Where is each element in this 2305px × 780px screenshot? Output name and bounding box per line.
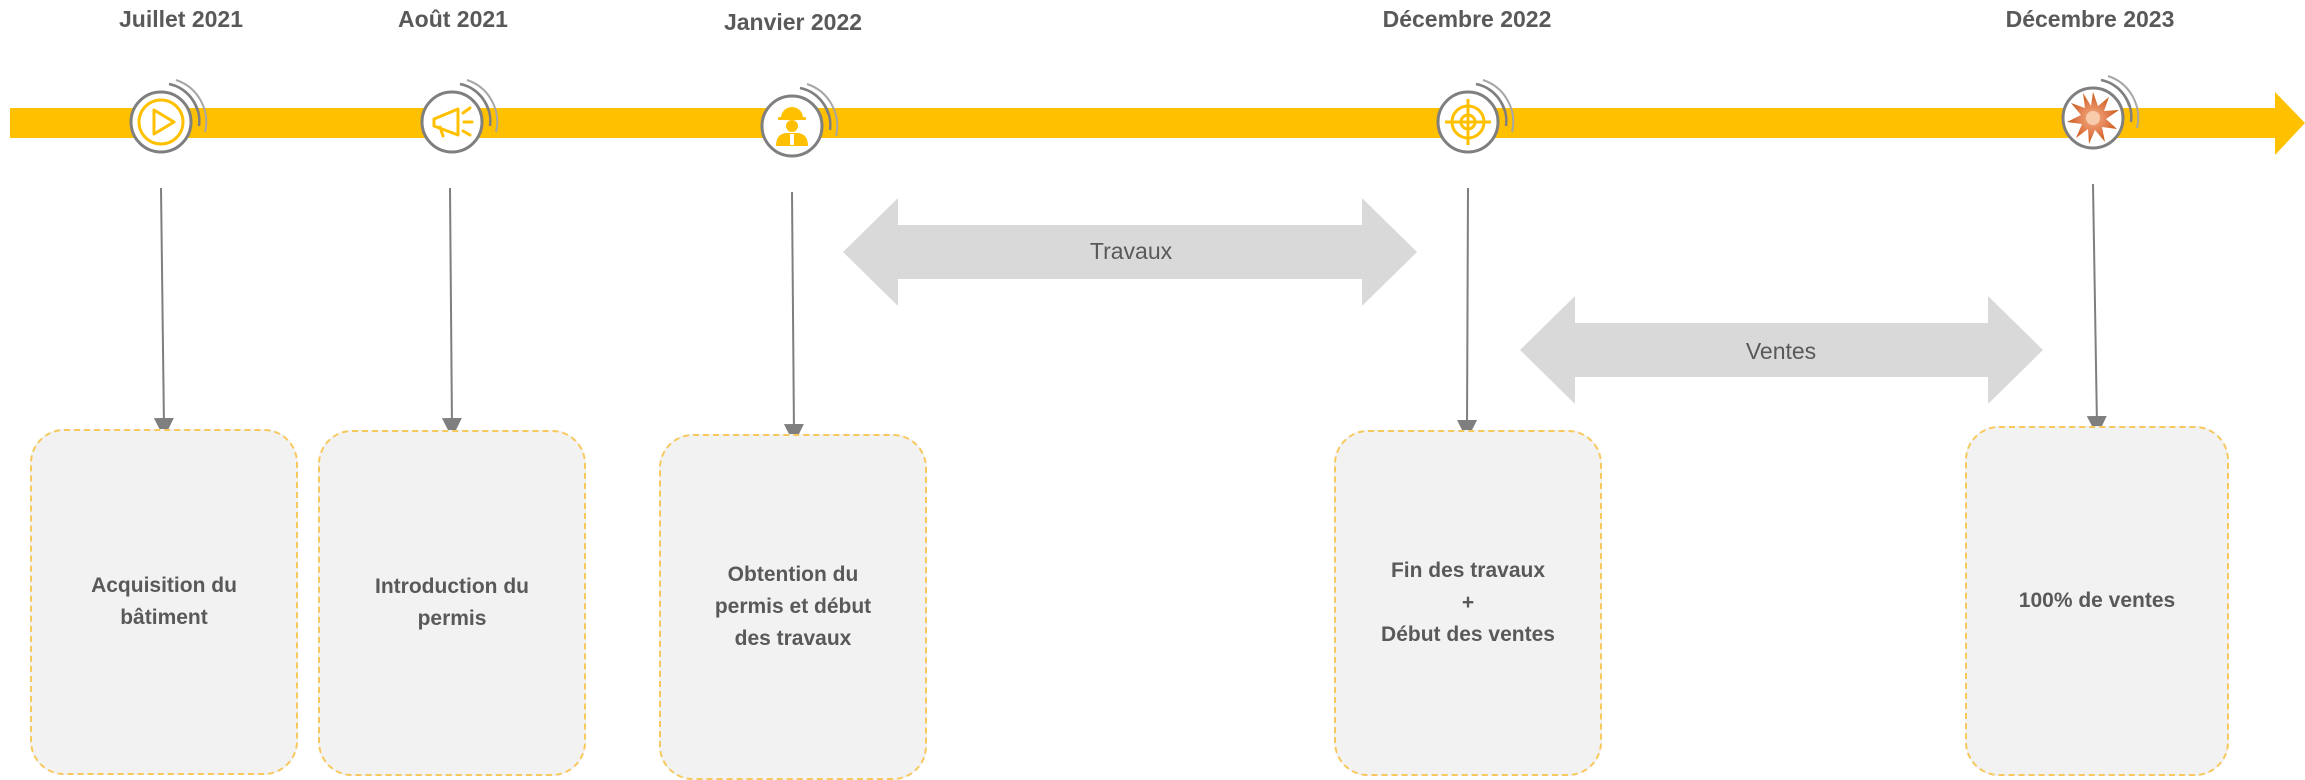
milestone-badge-1	[129, 79, 208, 154]
connector-4	[1457, 187, 1478, 440]
milestone-badge-5	[2061, 75, 2140, 150]
milestone-card-2: Introduction du permis	[318, 430, 586, 776]
milestone-date-4: Décembre 2022	[1382, 6, 1552, 32]
milestone-badge-3	[760, 83, 839, 158]
megaphone-icon	[432, 106, 474, 138]
worker-icon	[776, 107, 808, 146]
milestone-date-3: Janvier 2022	[723, 9, 863, 35]
connector-2	[441, 187, 462, 438]
milestone-description-5: 100% de ventes	[2018, 589, 2176, 612]
timeline-bar	[10, 92, 2305, 155]
play-icon	[137, 98, 185, 146]
milestone-description-2: Introduction du permis	[375, 575, 529, 630]
milestone-description-3: Obtention du permis et début des travaux	[714, 563, 872, 650]
phase-label-travaux: Travaux	[1089, 238, 1173, 264]
phase-arrow-travaux	[843, 198, 1417, 306]
connector-5	[2086, 183, 2107, 436]
milestone-date-2: Août 2021	[398, 6, 508, 32]
milestone-card-1: Acquisition du bâtiment	[30, 429, 298, 775]
connector-1	[153, 187, 174, 438]
milestone-card-3: Obtention du permis et début des travaux	[659, 434, 927, 780]
milestone-card-5: 100% de ventes	[1965, 426, 2229, 776]
milestone-badge-4	[1436, 79, 1515, 154]
milestone-description-1: Acquisition du bâtiment	[91, 574, 237, 629]
burst-icon	[2067, 92, 2119, 144]
milestone-badge-2	[420, 79, 499, 154]
phase-label-ventes: Ventes	[1745, 338, 1817, 364]
milestone-description-4: Fin des travaux + Début des ventes	[1381, 559, 1555, 646]
phase-arrow-ventes-real	[1520, 296, 2043, 404]
milestone-date-5: Décembre 2023	[2005, 6, 2175, 32]
target-icon	[1445, 99, 1491, 145]
milestone-card-4: Fin des travaux + Début des ventes	[1334, 430, 1602, 776]
connector-3	[783, 191, 804, 444]
milestone-date-1: Juillet 2021	[118, 6, 244, 32]
